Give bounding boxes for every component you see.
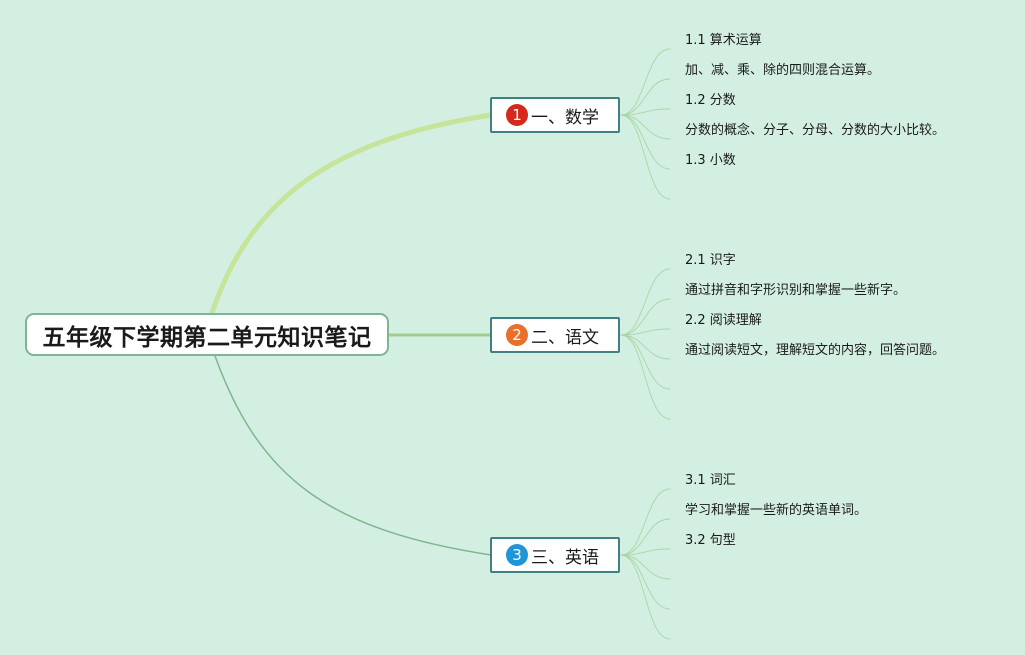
connector-leaf-2-3: [620, 328, 671, 336]
connector-leaf-1-1: [620, 48, 671, 116]
leaf-topic[interactable]: 加、减、乘、除的四则混合运算。: [685, 63, 881, 78]
connector-root-branch-1: [209, 112, 494, 316]
number-badge-icon: 3: [506, 544, 528, 566]
leaf-topic[interactable]: 1.1 算术运算: [685, 33, 762, 48]
branch-label: 三、英语: [531, 547, 599, 568]
connector-leaf-2-2: [620, 298, 671, 336]
number-badge-icon: 2: [506, 324, 528, 346]
connector-leaf-1-4: [620, 114, 671, 140]
connector-leaf-2-5: [620, 334, 671, 390]
leaf-topic[interactable]: 分数的概念、分子、分母、分数的大小比较。: [685, 123, 946, 138]
leaf-topic[interactable]: 3.2 句型: [685, 533, 736, 548]
connector-leaf-1-5: [620, 114, 671, 170]
connector-leaf-1-2: [620, 78, 671, 116]
connector-leaf-3-2: [620, 518, 671, 556]
leaf-topic[interactable]: 通过拼音和字形识别和掌握一些新字。: [685, 283, 907, 298]
leaf-topic[interactable]: 2.2 阅读理解: [685, 313, 762, 328]
leaf-topic[interactable]: 通过阅读短文，理解短文的内容，回答问题。: [685, 343, 946, 358]
connector-leaf-1-3: [620, 108, 671, 116]
branch-chinese[interactable]: 2 二、语文: [490, 317, 620, 353]
leaf-topic[interactable]: 学习和掌握一些新的英语单词。: [685, 503, 868, 518]
connector-leaf-2-6: [620, 334, 671, 420]
leaf-topic[interactable]: 3.1 词汇: [685, 473, 736, 488]
leaf-topic[interactable]: 1.2 分数: [685, 93, 736, 108]
connector-root-branch-3: [214, 355, 492, 556]
connector-leaf-3-4: [620, 554, 671, 580]
connector-leaf-2-1: [620, 268, 671, 336]
number-badge-icon: 1: [506, 104, 528, 126]
branch-english[interactable]: 3 三、英语: [490, 537, 620, 573]
connector-leaf-2-4: [620, 334, 671, 360]
branch-label: 一、数学: [531, 107, 599, 128]
connector-leaf-1-6: [620, 114, 671, 200]
connector-leaf-3-3: [620, 548, 671, 556]
root-topic[interactable]: 五年级下学期第二单元知识笔记: [25, 313, 389, 356]
leaf-topic[interactable]: 1.3 小数: [685, 153, 736, 168]
branch-math[interactable]: 1 一、数学: [490, 97, 620, 133]
connector-leaf-3-5: [620, 554, 671, 610]
connector-leaf-3-1: [620, 488, 671, 556]
connector-leaf-3-6: [620, 554, 671, 640]
root-title: 五年级下学期第二单元知识笔记: [42, 324, 372, 351]
branch-label: 二、语文: [531, 327, 599, 348]
leaf-topic[interactable]: 2.1 识字: [685, 253, 736, 268]
